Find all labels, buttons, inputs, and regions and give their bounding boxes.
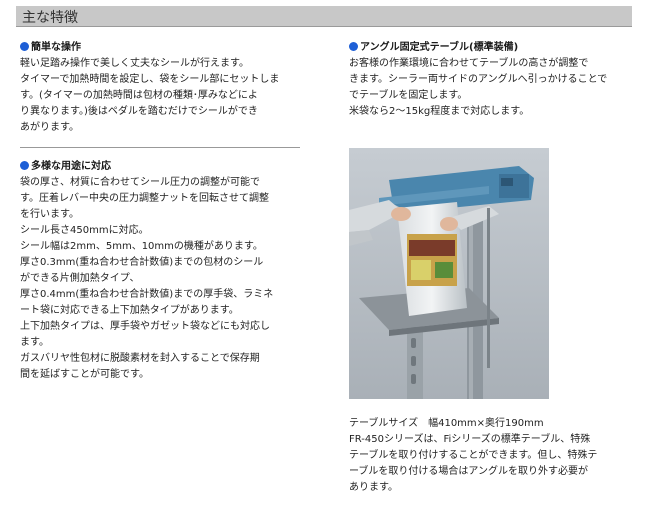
heading-text: 簡単な操作	[31, 42, 81, 53]
text-line: ガスバリヤ性包材に脱酸素材を封入することで保存期	[20, 353, 260, 364]
text-line: 厚さ0.4mm(重ね合わせ合計数値)までの厚手袋、ラミネ	[20, 289, 274, 300]
section-heading-angle-table: アングル固定式テーブル(標準装備)	[349, 40, 634, 56]
heading-text: 多様な用途に対応	[31, 161, 111, 172]
section-heading-versatile-use: 多様な用途に対応	[20, 159, 300, 175]
sealer-machine-illustration	[349, 148, 549, 399]
bullet-dot-icon	[20, 161, 29, 170]
text-line: 上下加熱タイプは、厚手袋やガゼット袋などにも対応し	[20, 321, 270, 332]
page-title: 主な特徴	[22, 10, 78, 26]
product-photo	[349, 148, 549, 399]
text-line: でテーブルを固定します。	[349, 90, 468, 101]
bullet-dot-icon	[20, 42, 29, 51]
text-line: ート袋に対応できる上下加熱タイプがあります。	[20, 305, 239, 316]
text-line: ができる片側加熱タイプ、	[20, 273, 140, 284]
right-column: アングル固定式テーブル(標準装備) お客様の作業環境に合わせてテーブルの高さが調…	[349, 40, 634, 120]
text-line: ます。	[20, 337, 49, 348]
text-line: きます。シーラー両サイドのアングルへ引っかけることで	[349, 74, 608, 85]
heading-text: アングル固定式テーブル(標準装備)	[360, 42, 519, 53]
text-line: あがります。	[20, 122, 79, 133]
text-line: す。(タイマーの加熱時間は包材の種類･厚みなどによ	[20, 90, 258, 101]
divider	[20, 147, 300, 148]
photo-caption: テーブルサイズ 幅410mm×奥行190mm FR-450シリーズは、Fiシリー…	[349, 416, 634, 496]
caption-line: あります。	[349, 482, 398, 493]
text-line: 軽い足踏み操作で美しく丈夫なシールが行えます。	[20, 58, 249, 69]
left-column: 簡単な操作 軽い足踏み操作で美しく丈夫なシールが行えます。 タイマーで加熱時間を…	[20, 40, 300, 383]
text-line: タイマーで加熱時間を設定し、袋をシール部にセットしま	[20, 74, 280, 85]
caption-line: テーブルサイズ 幅410mm×奥行190mm	[349, 418, 544, 429]
text-line: 袋の厚さ、材質に合わせてシール圧力の調整が可能で	[20, 177, 260, 188]
text-line: 米袋なら2～15kg程度まで対応します。	[349, 106, 530, 117]
text-line: シール幅は2mm、5mm、10mmの機種があります。	[20, 241, 263, 252]
text-line: 厚さ0.3mm(重ね合わせ合計数値)までの包材のシール	[20, 257, 264, 268]
text-line: シール長さ450mmに対応。	[20, 225, 149, 236]
text-line: り異なります。)後はペダルを踏むだけでシールができ	[20, 106, 258, 117]
text-line: お客様の作業環境に合わせてテーブルの高さが調整で	[349, 58, 589, 69]
caption-line: FR-450シリーズは、Fiシリーズの標準テーブル、特殊	[349, 434, 591, 445]
title-bar: 主な特徴	[16, 6, 632, 27]
caption-line: テーブルを取り付けすることができます。但し、特殊テ	[349, 450, 598, 461]
text-line: 間を延ばすことが可能です。	[20, 369, 149, 380]
text-line: す。圧着レバー中央の圧力調整ナットを回転させて調整	[20, 193, 269, 204]
text-line: を行います。	[20, 209, 79, 220]
bullet-dot-icon	[349, 42, 358, 51]
caption-line: ーブルを取り付ける場合はアングルを取り外す必要が	[349, 466, 588, 477]
section-heading-simple-operation: 簡単な操作	[20, 40, 300, 56]
